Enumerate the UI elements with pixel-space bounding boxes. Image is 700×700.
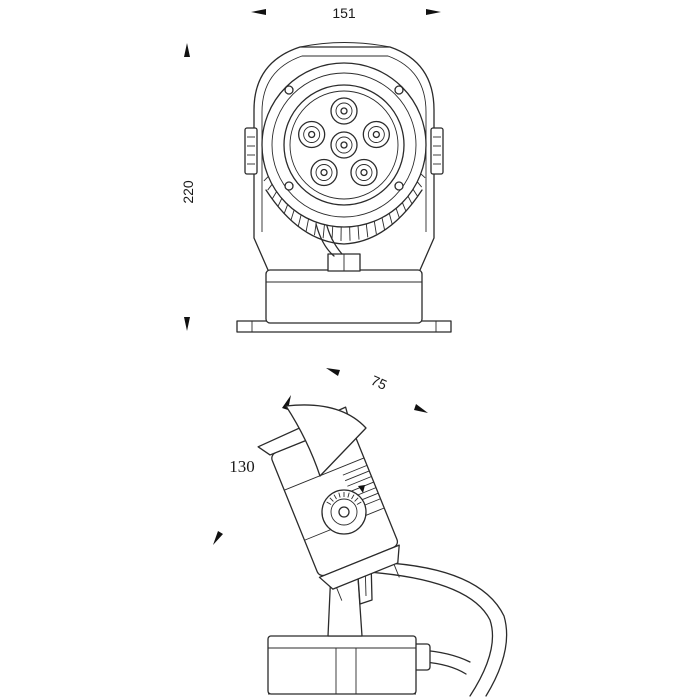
depth-dimension-label: 75 — [369, 372, 390, 393]
side-fin — [347, 476, 372, 487]
side-base — [267, 635, 417, 695]
depth-dimension: 75 — [326, 368, 428, 413]
depth-arrow-left — [326, 368, 340, 376]
depth-arrow-right — [414, 404, 428, 413]
side-pivot-knob — [321, 485, 367, 535]
front-view: 151 220 — [180, 5, 452, 333]
side-visor — [285, 404, 367, 477]
width-arrow-right — [426, 9, 441, 15]
height-dimension-label: 220 — [180, 180, 196, 204]
width-dimension-label: 151 — [332, 5, 356, 21]
height-arrow-top — [184, 43, 190, 57]
knob-tick — [347, 492, 350, 498]
led-lens — [298, 120, 326, 149]
led-lens — [330, 131, 358, 159]
led-lens — [350, 158, 378, 187]
led-lens — [362, 120, 390, 149]
side-fin — [344, 470, 370, 482]
front-cable — [315, 223, 335, 257]
led-lens — [330, 97, 358, 125]
knob-tick — [351, 494, 355, 500]
height-dimension: 220 — [180, 43, 196, 331]
width-dimension: 151 — [251, 5, 441, 21]
side-height-dimension-label: 130 — [229, 457, 255, 476]
knob-tick — [333, 494, 337, 500]
side-fin — [342, 464, 368, 476]
knob-tick — [329, 497, 334, 502]
width-arrow-left — [251, 9, 266, 15]
front-base — [236, 253, 452, 333]
knob-tick — [338, 492, 341, 498]
knob-tick — [354, 497, 359, 502]
height-arrow-bottom — [184, 317, 190, 331]
knob-tick — [326, 501, 332, 505]
knob-tick — [356, 501, 362, 505]
side-view: 75 130 — [213, 368, 508, 697]
front-yoke — [244, 42, 444, 271]
led-lens — [310, 158, 338, 187]
side-height-arrow-bottom — [213, 531, 223, 545]
led-array — [298, 97, 390, 187]
